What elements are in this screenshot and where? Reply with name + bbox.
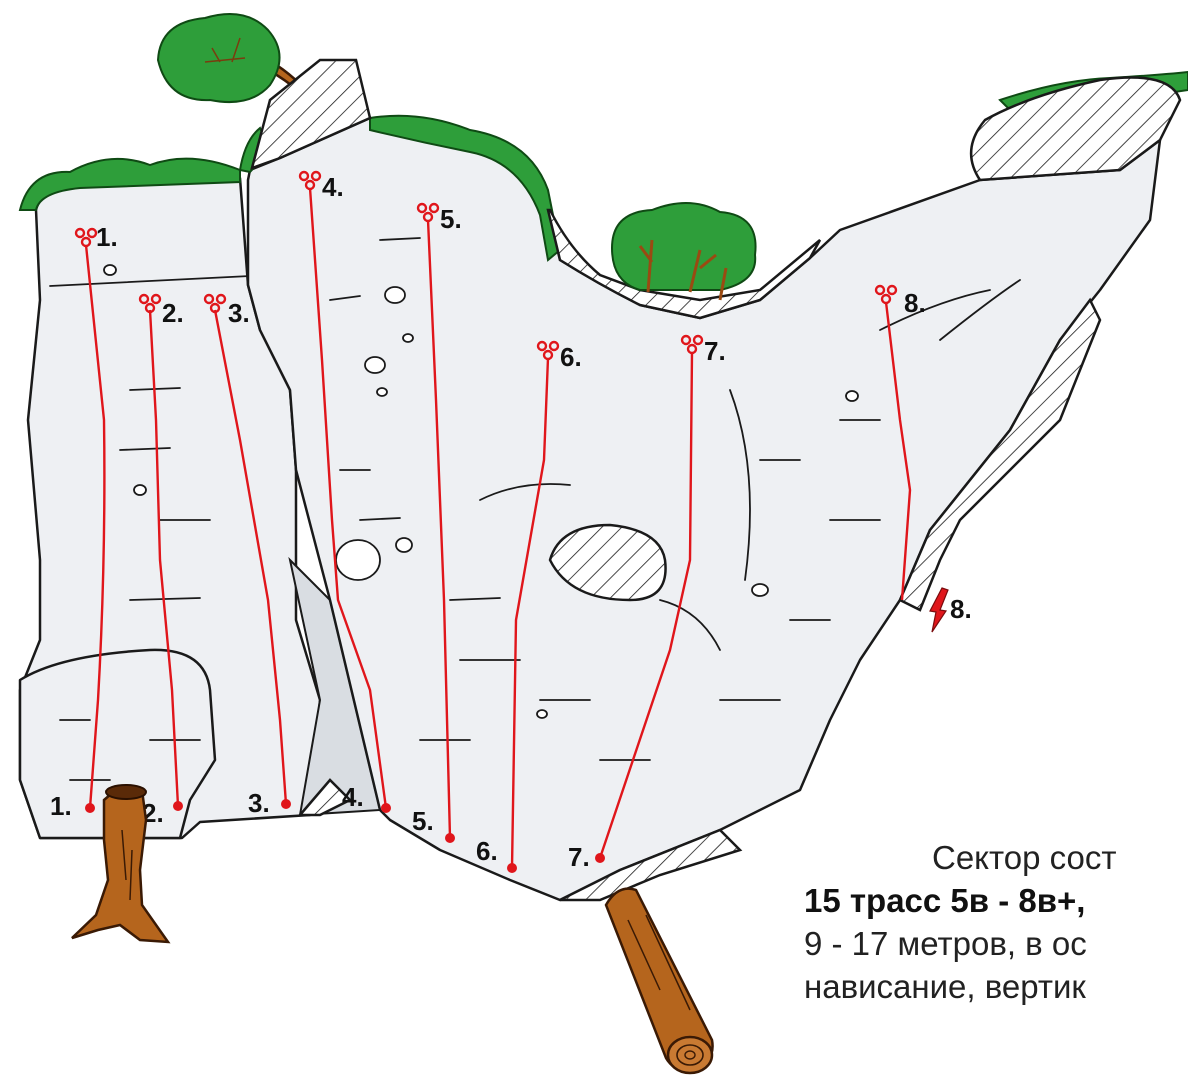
- caption-line-3: 9 - 17 метров, в ос: [804, 922, 1188, 965]
- route-8-bottom-label: 8.: [950, 594, 972, 624]
- route-6-top-label: 6.: [560, 342, 582, 372]
- route-5-top-label: 5.: [440, 204, 462, 234]
- route-3-start: [281, 799, 291, 809]
- top-tree: [158, 14, 300, 102]
- fallen-log: [606, 889, 713, 1073]
- route-6-start: [507, 863, 517, 873]
- route-7-bottom-label: 7.: [568, 842, 590, 872]
- route-1-bottom-label: 1.: [50, 791, 72, 821]
- caption-line-4: нависание, вертик: [804, 965, 1188, 1008]
- route-1-top-label: 1.: [96, 222, 118, 252]
- route-6-bottom-label: 6.: [476, 836, 498, 866]
- route-5-start: [445, 833, 455, 843]
- route-4-start: [381, 803, 391, 813]
- route-8-start-arrow-icon: [930, 588, 948, 632]
- route-7-start: [595, 853, 605, 863]
- route-3-bottom-label: 3.: [248, 788, 270, 818]
- route-4-bottom-label: 4.: [342, 782, 364, 812]
- caption-line-2: 15 трасс 5в - 8в+,: [804, 879, 1188, 922]
- route-3-top-label: 3.: [228, 298, 250, 328]
- caption-line-1: Сектор сост: [804, 836, 1188, 879]
- route-5-bottom-label: 5.: [412, 806, 434, 836]
- route-2-top-label: 2.: [162, 298, 184, 328]
- route-8-top-label: 8.: [904, 288, 926, 318]
- route-2-start: [173, 801, 183, 811]
- sector-description: Сектор сост 15 трасс 5в - 8в+, 9 - 17 ме…: [804, 836, 1188, 1008]
- route-1-start: [85, 803, 95, 813]
- route-7-top-label: 7.: [704, 336, 726, 366]
- route-4-top-label: 4.: [322, 172, 344, 202]
